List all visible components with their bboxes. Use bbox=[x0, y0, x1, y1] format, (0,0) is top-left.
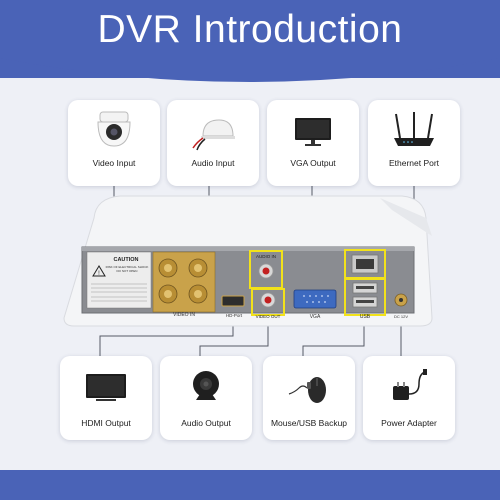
caution-subtitle: RISK OF ELECTRICAL SHOCK bbox=[106, 265, 149, 269]
card-mouse-usb-backup: Mouse/USB Backup bbox=[263, 356, 355, 440]
monitor-icon bbox=[267, 106, 359, 154]
dvr-device: ! CAUTION RISK OF ELECTRICAL SHOCK DO NO… bbox=[63, 195, 433, 327]
card-label: HDMI Output bbox=[81, 418, 131, 428]
vga-port bbox=[293, 289, 337, 309]
power-adapter-icon bbox=[363, 362, 455, 410]
card-label: Video Input bbox=[92, 158, 136, 168]
vga-label: VGA bbox=[310, 314, 321, 320]
tv-icon bbox=[60, 362, 152, 410]
card-label: Audio Input bbox=[191, 158, 235, 168]
card-video-input: Video Input bbox=[68, 100, 160, 186]
svg-text:DO NOT OPEN: DO NOT OPEN bbox=[117, 269, 138, 273]
mouse-icon bbox=[263, 362, 355, 410]
audio-in-label: AUDIO IN bbox=[256, 254, 276, 259]
header-wave bbox=[0, 54, 500, 82]
card-ethernet-port: Ethernet Port bbox=[368, 100, 460, 186]
card-audio-output: Audio Output bbox=[160, 356, 252, 440]
video-in-label: VIDEO IN bbox=[173, 312, 195, 318]
connector-audio-output bbox=[199, 315, 269, 357]
dome-camera-icon bbox=[68, 106, 160, 154]
caution-title: CAUTION bbox=[113, 257, 138, 263]
card-label: Mouse/USB Backup bbox=[270, 418, 348, 428]
card-audio-input: Audio Input bbox=[167, 100, 259, 186]
usb-highlight bbox=[344, 278, 386, 316]
card-label: Power Adapter bbox=[381, 418, 437, 428]
hdmi-port-label: HD-Port bbox=[226, 313, 243, 318]
card-label: Audio Output bbox=[181, 418, 231, 428]
warning-triangle-icon bbox=[92, 265, 106, 277]
dc-label: DC 12V bbox=[394, 314, 408, 319]
footer-band bbox=[0, 470, 500, 500]
video-out-label: VIDEO OUT bbox=[256, 314, 281, 319]
page-title: DVR Introduction bbox=[97, 8, 403, 51]
card-label: VGA Output bbox=[290, 158, 336, 168]
hdmi-port bbox=[221, 295, 245, 307]
caution-label bbox=[86, 251, 152, 309]
svg-text:!: ! bbox=[98, 271, 100, 277]
card-label: Ethernet Port bbox=[388, 158, 440, 168]
usb-label: USB bbox=[360, 314, 371, 320]
card-hdmi-output: HDMI Output bbox=[60, 356, 152, 440]
card-vga-output: VGA Output bbox=[267, 100, 359, 186]
video-out-highlight bbox=[251, 288, 285, 316]
speaker-icon bbox=[160, 362, 252, 410]
connector-mouse-usb bbox=[302, 315, 365, 357]
router-icon bbox=[368, 106, 460, 154]
card-power-adapter: Power Adapter bbox=[363, 356, 455, 440]
microphone-icon bbox=[167, 106, 259, 154]
